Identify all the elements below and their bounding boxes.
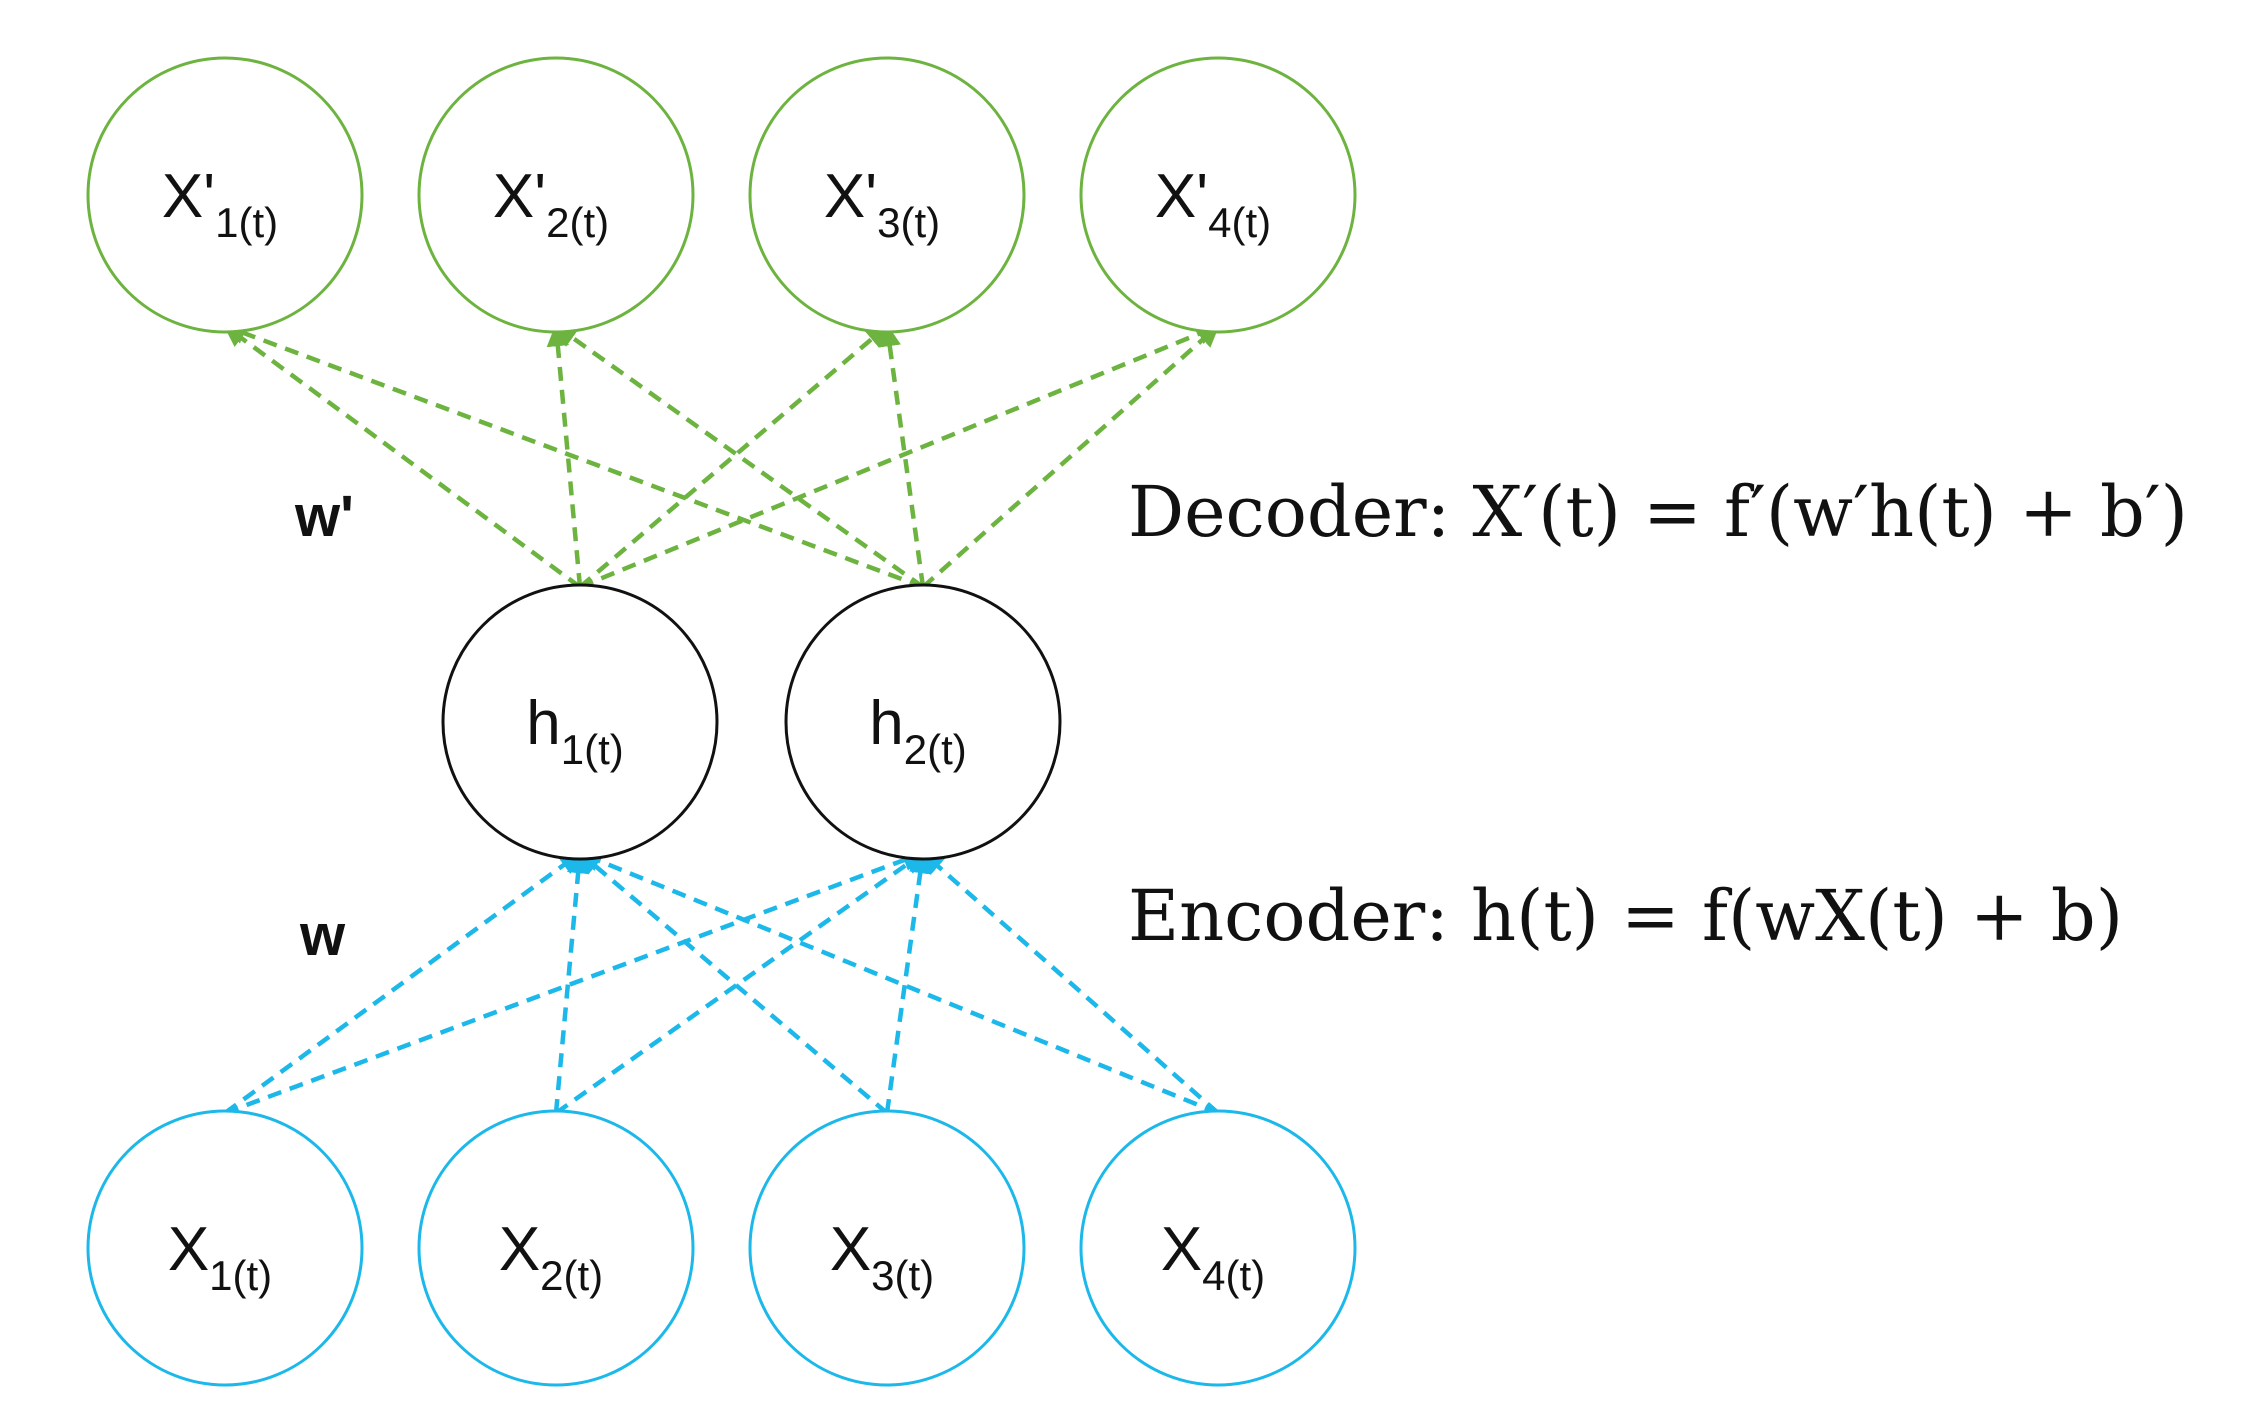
- encoder-edge-x4-h1: [577, 850, 1219, 1116]
- encoder-edge-x3-h2: [884, 850, 932, 1114]
- node-label-subscript: 4(t): [1208, 199, 1271, 246]
- decoder-weight-label: w': [294, 484, 354, 549]
- node-label-subscript: 3(t): [871, 1252, 934, 1299]
- node-label-base: X': [162, 162, 215, 231]
- input-node-4: X4(t): [1079, 1109, 1357, 1387]
- encoder-edge-x2-h2: [554, 851, 925, 1115]
- output-node-4: X'4(t): [1079, 56, 1357, 334]
- encoder-weight-label: w: [299, 903, 346, 968]
- output-node-circle: [1079, 56, 1357, 334]
- node-label-base: h: [526, 689, 560, 758]
- decoder-edge-h1-x3: [578, 324, 889, 589]
- output-node-2: X'2(t): [417, 56, 695, 334]
- node-label-base: X: [168, 1215, 209, 1284]
- hidden-node-2: h2(t): [784, 583, 1062, 861]
- hidden-node-label: h2(t): [869, 689, 966, 773]
- connections: [222, 322, 1221, 1116]
- hidden-node-label: h1(t): [526, 689, 623, 773]
- input-node-2: X2(t): [417, 1109, 695, 1387]
- output-node-label: X'3(t): [824, 162, 940, 246]
- output-node-label: X'4(t): [1155, 162, 1271, 246]
- node-label-subscript: 1(t): [215, 199, 278, 246]
- encoder-edge-x2-h1: [553, 850, 590, 1114]
- decoder-edge-h1-x1: [223, 324, 582, 589]
- decoder-edge-h1-x4: [579, 323, 1221, 590]
- input-node-label: X3(t): [830, 1215, 934, 1299]
- input-node-circle: [86, 1109, 364, 1387]
- input-node-label: X2(t): [499, 1215, 603, 1299]
- input-node-3: X3(t): [748, 1109, 1026, 1387]
- input-node-circle: [748, 1109, 1026, 1387]
- encoder-edge-x4-h2: [921, 851, 1220, 1115]
- output-node-label: X'2(t): [493, 162, 609, 246]
- input-node-1: X1(t): [86, 1109, 364, 1387]
- input-node-circle: [1079, 1109, 1357, 1387]
- decoder-edge-h2-x3: [878, 323, 926, 588]
- neurons: X'1(t)X'2(t)X'3(t)X'4(t)h1(t)h2(t)X1(t)X…: [86, 56, 1357, 1387]
- decoder-equation: Decoder: X′(t) = f′(w′h(t) + b′): [1128, 471, 2188, 553]
- decoder-edge-h2-x4: [921, 324, 1220, 589]
- hidden-node-1: h1(t): [441, 583, 719, 861]
- node-label-subscript: 1(t): [561, 726, 624, 773]
- output-node-label: X'1(t): [162, 162, 278, 246]
- input-node-circle: [417, 1109, 695, 1387]
- node-label-base: h: [869, 689, 903, 758]
- decoder-edge-h2-x2: [554, 324, 925, 589]
- output-node-circle: [417, 56, 695, 334]
- encoder-equation: Encoder: h(t) = f(wX(t) + b): [1128, 875, 2123, 957]
- node-label-base: X': [493, 162, 546, 231]
- input-node-label: X4(t): [1161, 1215, 1265, 1299]
- encoder-edge-x3-h1: [578, 851, 889, 1115]
- decoder-edge-h1-x2: [546, 323, 583, 588]
- hidden-node-circle: [441, 583, 719, 861]
- decoder-edge-h2-x1: [222, 322, 924, 590]
- output-node-3: X'3(t): [748, 56, 1026, 334]
- node-label-subscript: 1(t): [209, 1252, 272, 1299]
- encoder-edge-x1-h2: [224, 849, 926, 1116]
- hidden-node-circle: [784, 583, 1062, 861]
- node-label-subscript: 2(t): [904, 726, 967, 773]
- node-label-subscript: 2(t): [546, 199, 609, 246]
- node-label-base: X': [824, 162, 877, 231]
- node-label-subscript: 4(t): [1202, 1252, 1265, 1299]
- node-label-subscript: 2(t): [540, 1252, 603, 1299]
- input-node-label: X1(t): [168, 1215, 272, 1299]
- node-label-base: X: [1161, 1215, 1202, 1284]
- output-node-circle: [86, 56, 364, 334]
- output-node-circle: [748, 56, 1026, 334]
- encoder-edge-x1-h1: [223, 851, 582, 1115]
- node-label-base: X': [1155, 162, 1208, 231]
- output-node-1: X'1(t): [86, 56, 364, 334]
- node-label-subscript: 3(t): [877, 199, 940, 246]
- node-label-base: X: [499, 1215, 540, 1284]
- node-label-base: X: [830, 1215, 871, 1284]
